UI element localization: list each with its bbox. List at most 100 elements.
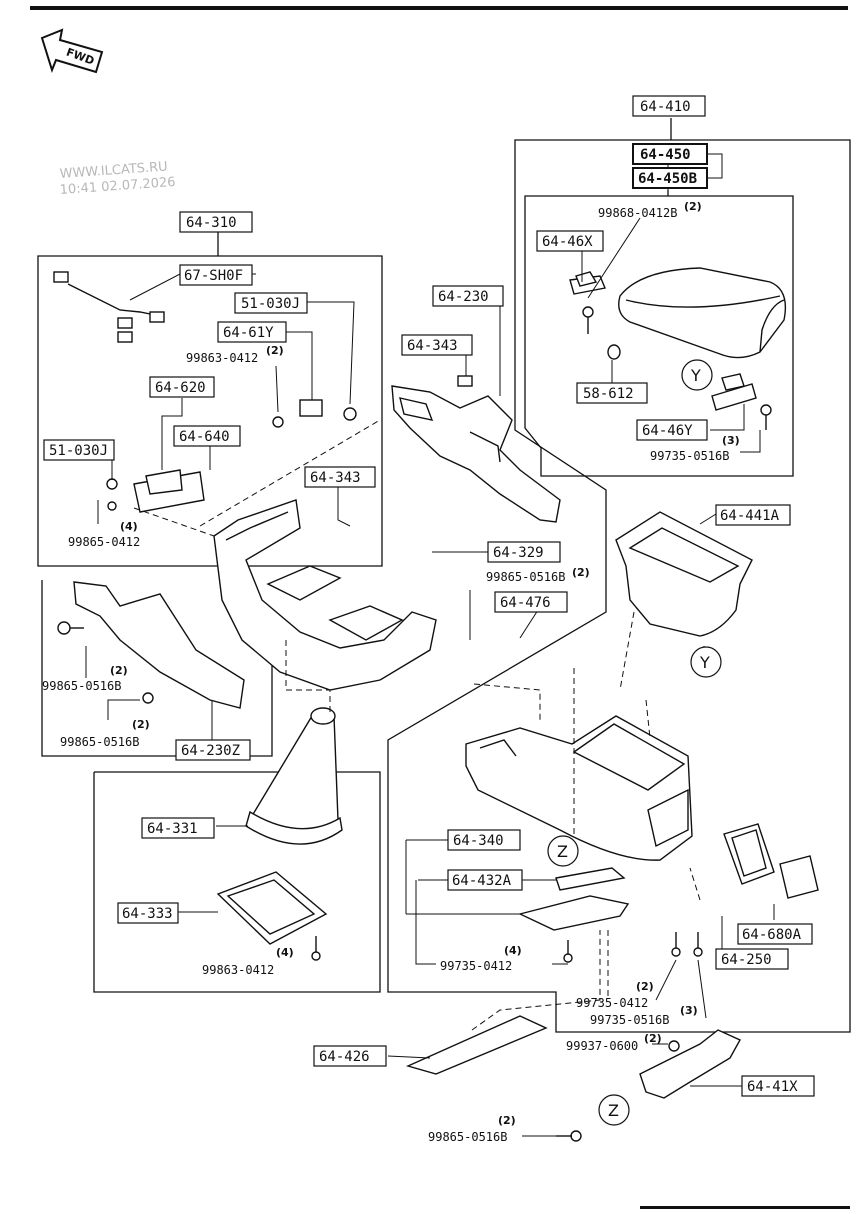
bolt-icon (582, 306, 594, 334)
callout-64-620: 64-620 (149, 376, 215, 398)
callout-64-640: 64-640 (173, 425, 241, 447)
svg-text:64-310: 64-310 (186, 215, 237, 231)
callout-64-310: 64-310 (179, 211, 253, 233)
clip-icon (457, 375, 473, 387)
boot-frame (216, 871, 328, 945)
wiring-harness (53, 271, 165, 343)
callout-64-46y: 64-46Y (636, 419, 708, 441)
rear-bracket (639, 1029, 741, 1099)
view-marker-z: Z (547, 835, 579, 867)
shift-boot (244, 707, 343, 845)
bolt-icon (760, 404, 772, 430)
svg-text:64-331: 64-331 (147, 821, 198, 837)
quantity: (4) (276, 946, 294, 959)
part-number: 99937-0600 (566, 1039, 638, 1053)
tray-mat (779, 855, 819, 899)
connector-icon (299, 399, 323, 417)
part-number: 99865-0412 (68, 535, 140, 549)
svg-text:64-343: 64-343 (407, 338, 458, 354)
callout-64-680a: 64-680A (737, 923, 813, 945)
part-number: 99865-0516B (42, 679, 121, 693)
clip-icon (272, 416, 284, 428)
quantity: (2) (498, 1114, 516, 1127)
part-number: 99735-0412 (440, 959, 512, 973)
view-marker-y: Y (681, 359, 713, 391)
view-markers: Y Y Z Z (547, 359, 722, 1126)
hinge-bracket-upper (569, 271, 606, 295)
bulb-icon (343, 407, 357, 421)
console-frame (213, 499, 437, 691)
callout-boxes: 64-410 64-450 64-450B 64-46X 58-612 64-4… (43, 95, 815, 1097)
callout-51-030j-b: 51-030J (43, 439, 115, 461)
quantity: (2) (266, 344, 284, 357)
phantom-lines (133, 419, 705, 1031)
screw-icon (693, 932, 703, 957)
callout-64-450: 64-450 (632, 143, 708, 165)
hinge-bracket-lower (711, 373, 757, 411)
callout-64-450b: 64-450B (632, 167, 708, 189)
quantity: (3) (680, 1004, 698, 1017)
svg-text:64-46X: 64-46X (542, 234, 593, 250)
cup-holder (615, 511, 753, 637)
quantity: (2) (684, 200, 702, 213)
svg-text:51-030J: 51-030J (241, 296, 300, 312)
quantity: (2) (132, 718, 150, 731)
callout-64-61y: 64-61Y (217, 321, 287, 343)
console-mat (405, 1015, 548, 1075)
side-panel-left (73, 581, 245, 709)
callout-64-432a: 64-432A (447, 869, 523, 891)
callout-64-333: 64-333 (117, 902, 179, 924)
group-boundaries (37, 118, 851, 1033)
quantity: (4) (120, 520, 138, 533)
svg-text:64-450B: 64-450B (638, 171, 697, 187)
leader-lines (85, 153, 775, 1137)
callout-64-441a: 64-441A (715, 504, 791, 526)
svg-text:64-450: 64-450 (640, 147, 691, 163)
callout-64-230: 64-230 (432, 285, 504, 307)
svg-text:64-230: 64-230 (438, 289, 489, 305)
callout-64-426: 64-426 (313, 1045, 387, 1067)
svg-text:64-680A: 64-680A (742, 927, 802, 943)
part-numbers: 99868-0412B 99735-0516B 99863-0412 99865… (42, 206, 729, 1144)
svg-text:51-030J: 51-030J (49, 443, 108, 459)
tray-insert (723, 823, 775, 885)
callout-64-46x: 64-46X (536, 230, 604, 252)
svg-text:Z: Z (557, 842, 568, 861)
screw-icon (671, 932, 681, 957)
bolt-icon (57, 621, 84, 635)
nut-icon (668, 1040, 680, 1052)
view-marker-y: Y (690, 646, 722, 678)
quantities: (2) (3) (2) (4) (2) (2) (2) (4) (4) (2) … (110, 200, 740, 1127)
switch-assembly (133, 469, 205, 513)
svg-text:Y: Y (699, 653, 710, 672)
part-number: 99865-0516B (486, 570, 565, 584)
bulb-icon (106, 478, 118, 490)
clip-icon (607, 344, 621, 360)
svg-text:64-61Y: 64-61Y (223, 325, 274, 341)
callout-67-sh0f: 67-SH0F (179, 264, 253, 286)
callout-58-612: 58-612 (576, 382, 648, 404)
bolt-icon (107, 501, 117, 511)
callout-64-476: 64-476 (494, 591, 568, 613)
svg-text:64-343: 64-343 (310, 470, 361, 486)
svg-text:Y: Y (690, 366, 701, 385)
callout-64-230z: 64-230Z (175, 739, 251, 761)
bolt-icon (142, 692, 154, 704)
fwd-arrow-icon: FWD (40, 28, 104, 74)
callout-64-343-a: 64-343 (401, 334, 473, 356)
side-panel-right (391, 385, 561, 523)
svg-text:58-612: 58-612 (583, 386, 634, 402)
view-marker-z: Z (598, 1094, 630, 1126)
callout-64-340: 64-340 (447, 829, 521, 851)
svg-text:64-426: 64-426 (319, 1049, 370, 1065)
svg-text:64-329: 64-329 (493, 545, 544, 561)
rear-console-body (465, 715, 693, 861)
svg-text:64-46Y: 64-46Y (642, 423, 693, 439)
svg-text:64-432A: 64-432A (452, 873, 512, 889)
quantity: (2) (644, 1032, 662, 1045)
mounting-bracket (555, 867, 626, 891)
svg-text:64-640: 64-640 (179, 429, 230, 445)
screw-icon (556, 1130, 582, 1142)
bottom-border (640, 1206, 850, 1209)
